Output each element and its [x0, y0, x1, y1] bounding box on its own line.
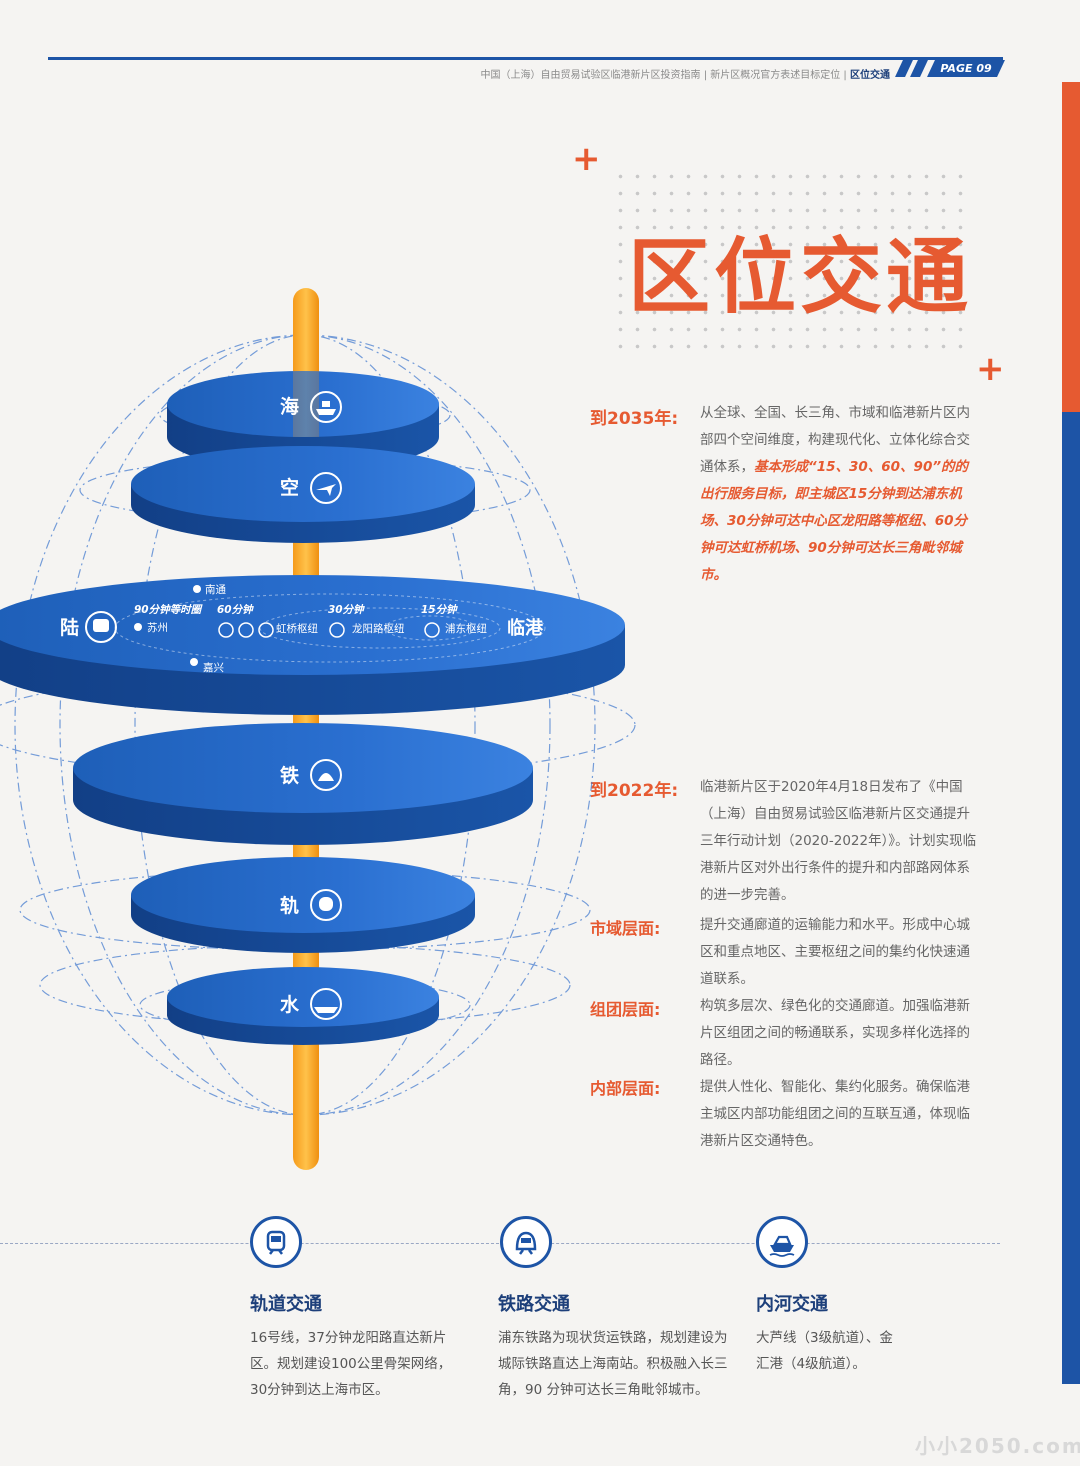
feature-title-railway: 铁路交通: [498, 1294, 570, 1315]
feature-text-railway: 浦东铁路为现状货运铁路，规划建设为城际铁路直达上海南站。积极融入长三角，90 分…: [498, 1330, 728, 1398]
hub-longyang: 龙阳路枢纽: [352, 622, 405, 635]
city-dot-suzhou: [134, 623, 142, 631]
paragraph-internal-level: 提供人性化、智能化、集约化服务。确保临港主城区内部功能组团之间的互联互通，体现临…: [700, 1079, 970, 1149]
isochrone-15-label: 15分钟: [421, 603, 458, 616]
metro-train-icon: [250, 1216, 302, 1268]
metro-glyph: [319, 897, 333, 911]
globe-parallel: [0, 672, 636, 778]
ship-glyph: [316, 401, 336, 415]
city-jiaxing: 嘉兴: [203, 661, 224, 674]
watermark: 小小2050.com: [915, 1434, 1080, 1458]
hub-pudong: 浦东枢纽: [445, 622, 487, 635]
lingang-label: 临港: [507, 617, 544, 639]
disc-rail-top: [131, 857, 475, 933]
ship-icon: [310, 391, 342, 423]
layer-label-air: 空: [280, 476, 299, 499]
disc-land: [0, 575, 625, 715]
ship-icon: [756, 1216, 808, 1268]
high-speed-train-icon: [310, 759, 342, 791]
plus-icon: +: [572, 139, 601, 179]
badge-stripe: [910, 60, 928, 77]
disc-water-top: [167, 967, 439, 1027]
paragraph-2035: 从全球、全国、长三角、市域和临港新片区内部四个空间维度，构建现代化、立体化综合交…: [700, 400, 978, 589]
label-city-level: 市域层面:: [590, 919, 661, 938]
city-suzhou: 苏州: [147, 621, 168, 634]
disc-air: [131, 446, 475, 543]
label-internal-level: 内部层面:: [590, 1079, 661, 1098]
paragraph-2022: 临港新片区于2020年4月18日发布了《中国（上海）自由贸易试验区临港新片区交通…: [700, 779, 977, 903]
boat-glyph: [314, 1007, 338, 1013]
feature-text-metro: 16号线，37分钟龙阳路直达新片区。规划建设100公里骨架网络，30分钟到达上海…: [250, 1330, 452, 1398]
city-nantong: 南通: [205, 583, 226, 596]
feature-text-inland-waterway: 大芦线（3级航道）、金汇港（4级航道）。: [756, 1330, 893, 1372]
isochrone-15: [384, 615, 476, 641]
high-speed-train-icon: [500, 1216, 552, 1268]
boat-icon: [310, 988, 342, 1020]
feature-title-inland-waterway: 内河交通: [756, 1294, 828, 1315]
header-breadcrumb: 中国（上海）自由贸易试验区临港新片区投资指南 | 新片区概况官方表述目标定位 |…: [380, 66, 890, 81]
globe-parallel: [139, 978, 471, 1032]
dot-grid: [612, 168, 972, 358]
layer-label-rail: 轨: [280, 894, 299, 917]
bus-icon: [85, 611, 117, 643]
longyang-hub-icon: [329, 622, 345, 638]
bus-glyph: [93, 619, 109, 632]
disc-rail: [131, 857, 475, 953]
isochrone-30-label: 30分钟: [328, 603, 365, 616]
page-number: PAGE 09: [940, 62, 992, 75]
paragraph-city-level: 提升交通廊道的运输能力和水平。形成中心城区和重点地区、主要枢纽之间的集约化快速通…: [700, 917, 970, 987]
page-badge: PAGE 09: [895, 60, 1005, 77]
pole-highlight: [293, 371, 319, 437]
breadcrumb-text: 中国（上海）自由贸易试验区临港新片区投资指南 | 新片区概况官方表述目标定位 |: [480, 70, 847, 81]
city-dot-nantong: [193, 585, 201, 593]
metro-train-icon: [310, 889, 342, 921]
side-bar-orange: [1062, 82, 1080, 412]
layer-label-sea: 海: [280, 395, 299, 418]
train-glyph: [318, 773, 334, 781]
disc-iron: [73, 723, 533, 845]
transport-layers-diagram: 海 空 陆 铁 轨 水 南通 苏州 嘉兴 90分钟等时圈 60分钟 30分钟 1…: [0, 288, 636, 1170]
plus-icon: +: [976, 349, 1005, 389]
airplane-glyph: [316, 484, 336, 496]
side-bar-blue: [1062, 412, 1080, 1384]
hub-hongqiao: 虹桥枢纽: [276, 622, 318, 635]
disc-water: [167, 967, 439, 1045]
airport-hub-icon: [258, 622, 274, 638]
paragraph-2035-highlight: 基本形成“15、30、60、90”的的出行服务目标，即主城区15分钟到达浦东机场…: [700, 459, 969, 583]
airplane-icon: [310, 472, 342, 504]
label-2035: 到2035年:: [590, 409, 679, 429]
page-title: 区位交通: [628, 230, 973, 325]
feature-title-metro: 轨道交通: [250, 1294, 322, 1315]
layer-label-iron: 铁: [280, 764, 299, 787]
rail-hub-icon: [218, 622, 234, 638]
layer-label-water: 水: [280, 994, 300, 1016]
label-2022: 到2022年:: [590, 781, 679, 801]
city-dot-jiaxing: [190, 658, 198, 666]
layer-label-land: 陆: [60, 616, 79, 639]
paragraph-cluster-level: 构筑多层次、绿色化的交通廊道。加强临港新片区组团之间的畅通联系，实现多样化选择的…: [700, 998, 970, 1068]
disc-air-top: [131, 446, 475, 522]
disc-iron-top: [73, 723, 533, 813]
breadcrumb-section: 区位交通: [850, 70, 890, 81]
pudong-hub-icon: [424, 622, 440, 638]
train-hub-icon: [238, 622, 254, 638]
isochrone-60-label: 60分钟: [217, 603, 254, 616]
label-cluster-level: 组团层面:: [590, 1000, 661, 1019]
page-number-label: PAGE 09: [927, 60, 1005, 77]
isochrone-90-label: 90分钟等时圈: [134, 603, 204, 616]
header-rule: [48, 57, 1003, 60]
paragraph-2035-plain: 从全球、全国、长三角、市域和临港新片区内部四个空间维度，构建现代化、立体化综合交…: [700, 405, 970, 475]
disc-land-top: [0, 575, 625, 675]
